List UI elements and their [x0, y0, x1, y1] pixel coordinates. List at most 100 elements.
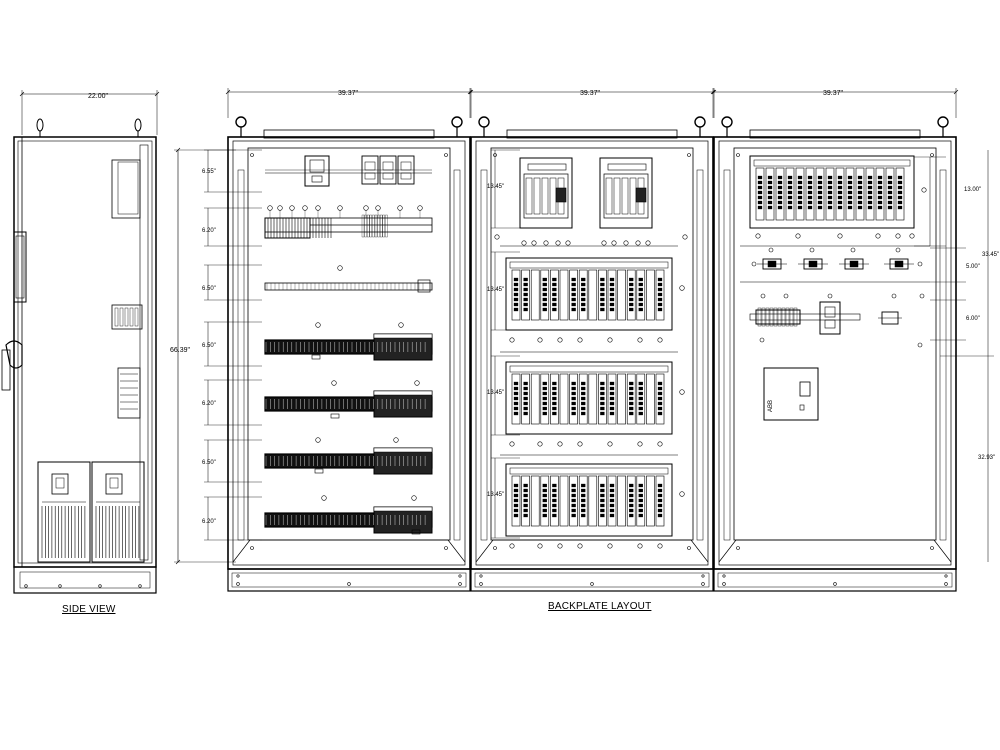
rect-detail — [119, 307, 124, 327]
rect-detail — [657, 292, 663, 297]
rect-detail — [757, 205, 763, 210]
rect-detail — [807, 205, 813, 210]
io-module — [646, 269, 655, 321]
rect-detail — [847, 180, 853, 185]
io-module — [636, 373, 646, 425]
terminal-circle — [827, 293, 833, 299]
rect-detail — [474, 572, 710, 588]
rect-detail — [638, 508, 643, 513]
rect-detail — [542, 508, 547, 513]
rect-detail — [552, 483, 557, 488]
terminal-circle — [543, 240, 549, 246]
rect-detail — [757, 307, 762, 327]
rect-detail — [781, 307, 786, 327]
rect-detail — [552, 386, 557, 391]
terminal-circle — [795, 233, 801, 239]
terminal-circle — [682, 234, 688, 240]
rect-detail — [581, 411, 586, 416]
rect-detail — [509, 365, 669, 373]
rect-detail — [453, 169, 461, 541]
rect-detail — [571, 406, 576, 411]
rect-detail — [613, 177, 621, 215]
rect-detail — [600, 307, 605, 312]
terminal-circle — [337, 205, 343, 211]
rect-detail — [827, 185, 833, 190]
rect-detail — [939, 169, 947, 541]
io-module — [569, 269, 578, 321]
rect-detail — [571, 391, 576, 396]
rect-detail — [827, 195, 833, 200]
rect-detail — [513, 292, 519, 297]
rect-detail — [600, 411, 605, 416]
cabinet-base — [470, 568, 714, 592]
terminal-circle — [657, 441, 663, 447]
rect-detail — [552, 406, 557, 411]
rect-detail — [571, 401, 576, 406]
terminal-circle — [331, 380, 337, 386]
rect-detail — [824, 306, 836, 318]
io-module — [578, 475, 588, 527]
cabinet-inner-frame — [232, 140, 466, 566]
rect-detail — [629, 282, 634, 287]
rect-detail — [609, 386, 615, 391]
rect-detail — [609, 411, 615, 416]
terminal-circle — [393, 437, 399, 443]
rect-detail — [793, 307, 798, 327]
lifting-eye-icon — [235, 116, 247, 128]
rect-detail — [581, 386, 586, 391]
rect-detail — [600, 498, 605, 503]
rect-detail — [542, 297, 547, 302]
rect-detail — [657, 488, 663, 493]
plate-perspective — [718, 539, 952, 563]
rect-detail — [549, 177, 557, 215]
terminal-circle — [837, 233, 843, 239]
lifting-eye-icon — [451, 116, 463, 128]
rect-detail — [542, 307, 547, 312]
rect-detail — [581, 292, 586, 297]
rect-detail — [552, 307, 557, 312]
terminal-circle — [759, 337, 765, 343]
io-module — [530, 269, 540, 321]
rect-detail — [657, 391, 663, 396]
plc-controller-2 — [599, 157, 653, 229]
rect-detail — [513, 406, 519, 411]
rect-detail — [533, 177, 541, 215]
mount-hole — [736, 546, 740, 550]
terminal-circle — [679, 491, 685, 497]
rect-detail — [897, 190, 903, 195]
rect-detail — [629, 307, 634, 312]
cabinet-inner-frame — [475, 140, 709, 566]
terminal-circle — [315, 205, 321, 211]
rect-detail — [109, 477, 119, 489]
rect-detail — [857, 205, 863, 210]
rect-detail — [523, 498, 528, 503]
cabinet-base — [713, 568, 957, 592]
terminal-circle — [607, 543, 613, 549]
rect-detail — [657, 282, 663, 287]
rect-detail — [629, 488, 634, 493]
rect-detail — [600, 391, 605, 396]
rect-detail — [330, 413, 340, 419]
rect-detail — [571, 488, 576, 493]
rect-detail — [887, 200, 893, 205]
rect-detail — [609, 381, 615, 386]
rect-detail — [581, 297, 586, 302]
rect-detail — [523, 292, 528, 297]
terminal-circle — [768, 247, 774, 253]
side-view — [1, 90, 160, 594]
lifting-eye-icon — [134, 118, 142, 132]
rect-detail — [581, 401, 586, 406]
rect-detail — [847, 175, 853, 180]
terminal-circle — [891, 293, 897, 299]
rect-detail — [629, 297, 634, 302]
rect-detail — [552, 292, 557, 297]
terminal-circle — [509, 337, 515, 343]
terminal-circle — [895, 247, 901, 253]
rect-detail — [777, 190, 783, 195]
rect-detail — [827, 200, 833, 205]
io-module — [805, 167, 815, 221]
io-module — [825, 167, 835, 221]
rect-detail — [600, 503, 605, 508]
rect-detail — [513, 302, 519, 307]
rect-detail — [600, 508, 605, 513]
